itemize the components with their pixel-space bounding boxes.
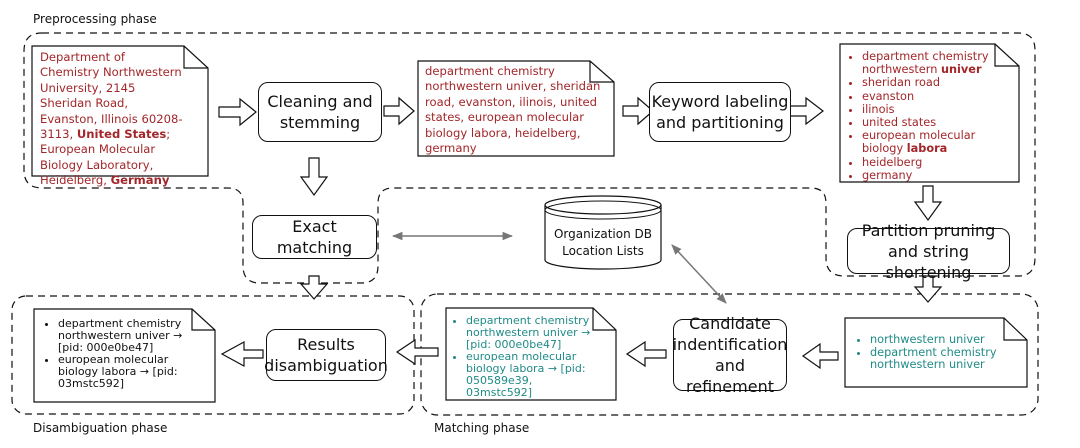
arrow-keyword-to-pruning [913,185,943,222]
candidate-item: european molecular biology labora → [pid… [466,351,598,399]
cleaned-document-outline [417,60,615,157]
candidate-item: department chemistry northwestern univer… [466,315,598,351]
arrow-pruning-to-doc [913,275,943,303]
keyword-labeling-box: Keyword labeling and partitioning [649,82,791,142]
database-label-line2: Location Lists [562,244,644,258]
keyword-item: european molecular biology labora [862,129,1004,155]
keyword-item: department chemistry northwestern univer [862,50,1004,76]
keyword-item: evanston [862,90,1004,103]
input-text-country2: Germany [110,173,170,188]
keyword-item: sheridan road [862,76,1004,89]
pruned-item: northwestern univer [870,333,1022,347]
database-icon [544,195,662,270]
arrow-candidate-to-doc [625,340,667,368]
arrow-cleaning-to-exact [299,157,329,197]
keyword-item: united states [862,116,1004,129]
keyword-document-outline [839,43,1020,183]
input-text-country1: United States [76,127,167,142]
candidate-identification-box: Candidate indentification and refinement [672,314,788,396]
result-item: department chemistry northwestern univer… [58,318,200,354]
matching-region [420,293,1039,416]
disambiguation-region [11,295,415,415]
arrow-results-to-output [220,340,264,368]
results-document-outline [33,308,216,403]
arrow-pruned-to-candidate [801,342,839,370]
results-document: department chemistry northwestern univer… [40,318,200,390]
database-label: Organization DB Location Lists [548,226,658,260]
keyword-item: ilinois [862,103,1004,116]
keyword-item: germany [862,169,1004,182]
input-text-plain: Department of Chemistry Northwestern Uni… [40,50,183,142]
flow-arrows [218,96,943,370]
database-label-line1: Organization DB [553,227,652,241]
pruned-strings-document: northwestern univer department chemistry… [852,333,1022,372]
candidate-document-outline [445,307,617,401]
db-candidate-connector [671,244,727,304]
disambiguation-phase-label: Disambiguation phase [33,421,168,435]
arrow-doc-to-keyword [622,96,654,126]
pruned-item: department chemistry northwestern univer [870,346,1022,372]
pruned-document-outline [844,317,1028,388]
keyword-item: heidelberg [862,156,1004,169]
preprocessing-phase-label: Preprocessing phase [33,12,157,26]
arrow-doc-to-results [395,338,439,366]
input-document-outline [31,45,209,177]
candidate-document: department chemistry northwestern univer… [448,315,598,399]
partition-pruning-box: Partition pruning and string shortening [847,221,1010,282]
results-disambiguation-box: Results disambiguation [264,329,388,381]
cleaned-affiliation-document: department chemistry northwestern univer… [425,64,601,156]
cleaning-stemming-box: Cleaning and stemming [258,82,382,142]
arrow-exact-to-results [299,275,329,300]
result-item: european molecular biology labora → [pid… [58,354,200,390]
preprocessing-region [23,32,1036,284]
arrow-keyword-to-doc [788,96,824,126]
input-text-mid: ; European Molecular Biology Laboratory,… [40,127,171,188]
keyword-partition-document: department chemistry northwestern univer… [844,50,1004,182]
matching-phase-label: Matching phase [434,421,530,435]
arrow-cleaning-to-doc [383,96,415,126]
arrow-input-to-cleaning [218,97,257,127]
input-affiliation-document: Department of Chemistry Northwestern Uni… [40,50,186,189]
exact-matching-box: Exact matching [252,215,377,259]
